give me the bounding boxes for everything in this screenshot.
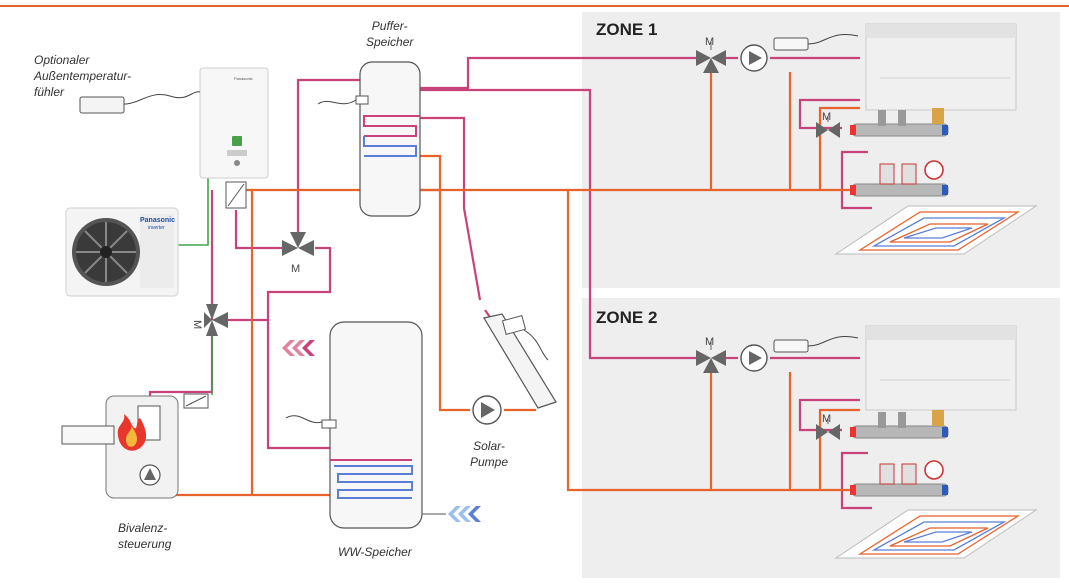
zone-1-title: ZONE 1 <box>596 20 657 40</box>
buffer-tank <box>318 62 420 216</box>
top-rule <box>0 5 1069 7</box>
buffer-label-line-2: Speicher <box>366 34 413 50</box>
circulation-pump-icon <box>473 396 501 424</box>
hot-outlet-chevrons <box>282 340 315 356</box>
mixing-valve-icon <box>282 232 314 256</box>
outdoor-brand: Panasonic <box>140 217 175 224</box>
control-wires <box>176 178 212 395</box>
zone-1-zone-m-label: M <box>822 111 831 123</box>
buffer-label-line-1: Puffer- <box>366 18 413 34</box>
heat-exchanger-icon <box>226 182 246 208</box>
zone-2-mixing-m-label: M <box>705 336 714 348</box>
sensor-label-line-3: fühler <box>34 84 131 100</box>
cold-inlet-chevrons <box>448 506 481 522</box>
sensor-label-line-1: Optionaler <box>34 52 131 68</box>
solar-pump-label: Solar- Pumpe <box>470 438 508 470</box>
zone-1-pump-icon <box>741 45 767 71</box>
bivalent-label-line-1: Bivalenz- <box>118 520 171 536</box>
bivalent-label-line-2: steuerung <box>118 536 171 552</box>
dhw-tank-label: WW-Speicher <box>338 544 412 560</box>
bivalent-unit <box>62 396 178 498</box>
zone-1-mixing-m-label: M <box>705 36 714 48</box>
zone-2-title: ZONE 2 <box>596 308 657 328</box>
solar-pump-label-line-1: Solar- <box>470 438 508 454</box>
bivalent-valve-icon <box>204 304 228 336</box>
heat-pump-outdoor-icon: Panasonic inverter <box>66 208 178 296</box>
sensor-label: Optionaler Außentemperatur- fühler <box>34 52 131 100</box>
radiator-icon <box>866 326 1016 410</box>
indoor-brand: Panasonic <box>234 76 253 81</box>
valve-m-label: M <box>291 263 300 275</box>
bivalent-valve-m-label: M <box>191 320 203 329</box>
buffer-label: Puffer- Speicher <box>366 18 413 50</box>
solar-pump-label-line-2: Pumpe <box>470 454 508 470</box>
solar-panel-icon <box>484 314 556 408</box>
dhw-tank <box>282 322 481 528</box>
bivalent-exchanger-icon <box>184 394 208 408</box>
zone-2-pump-icon <box>741 345 767 371</box>
radiator-icon <box>866 24 1016 110</box>
bivalent-label: Bivalenz- steuerung <box>118 520 171 552</box>
outdoor-brand-sub: inverter <box>148 225 165 231</box>
heat-pump-indoor-icon: Panasonic <box>200 68 268 178</box>
sensor-label-line-2: Außentemperatur- <box>34 68 131 84</box>
zone-2-zone-m-label: M <box>822 413 831 425</box>
